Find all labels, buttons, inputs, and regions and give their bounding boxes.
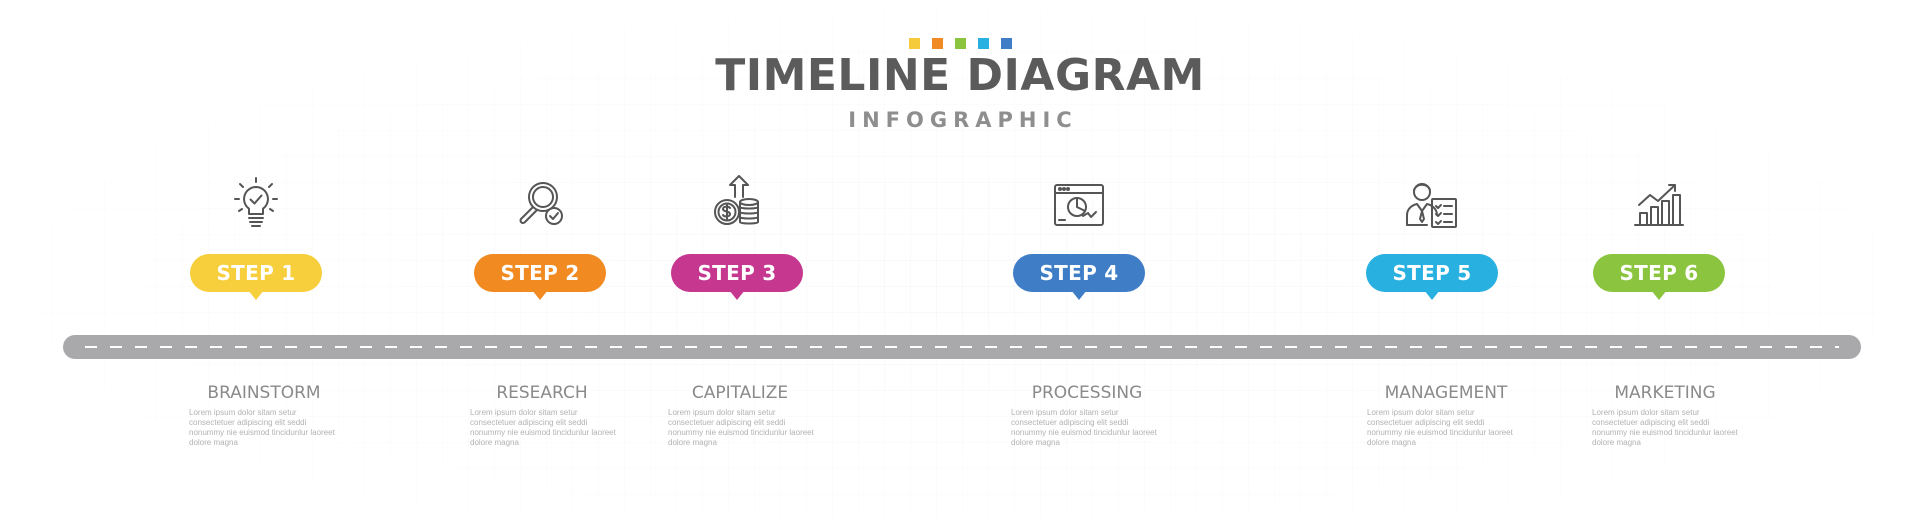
- step-5-description: Lorem ipsum dolor sitam setur consectetu…: [1367, 408, 1513, 447]
- step-badge: STEP 6: [1593, 254, 1725, 300]
- step-4-label: STEP 4: [1013, 254, 1145, 292]
- step-4-description: Lorem ipsum dolor sitam setur consectetu…: [1011, 408, 1157, 447]
- step-3-description: Lorem ipsum dolor sitam setur consectetu…: [668, 408, 814, 447]
- step-3-label: STEP 3: [671, 254, 803, 292]
- step-1-label: STEP 1: [190, 254, 322, 292]
- road-center-dashes: [85, 346, 1839, 348]
- step-5-title: MANAGEMENT: [1384, 383, 1508, 403]
- browser-chart-icon: [1054, 184, 1104, 226]
- growth-chart-icon: [1634, 184, 1684, 226]
- step-1-marker: STEP 1: [156, 175, 356, 300]
- lightbulb-icon: [234, 177, 278, 227]
- step-2-description: Lorem ipsum dolor sitam setur consectetu…: [470, 408, 616, 447]
- color-dot: [955, 38, 966, 49]
- diagram-subtitle: INFOGRAPHIC: [848, 108, 1078, 132]
- badge-pointer: [1071, 290, 1087, 300]
- step-5-marker: STEP 5: [1332, 175, 1532, 300]
- color-dot: [932, 38, 943, 49]
- step-badge: STEP 4: [1013, 254, 1145, 300]
- magnifier-check-icon: [519, 182, 563, 225]
- timeline-road: [63, 335, 1861, 359]
- step-4-title: PROCESSING: [1031, 383, 1143, 403]
- step-5-label: STEP 5: [1366, 254, 1498, 292]
- badge-pointer: [248, 290, 264, 300]
- step-4-marker: STEP 4: [979, 175, 1179, 300]
- step-6-label: STEP 6: [1593, 254, 1725, 292]
- badge-pointer: [729, 290, 745, 300]
- badge-pointer: [532, 290, 548, 300]
- step-badge: STEP 5: [1366, 254, 1498, 300]
- color-dots: [909, 38, 1012, 49]
- step-badge: STEP 3: [671, 254, 803, 300]
- badge-pointer: [1424, 290, 1440, 300]
- color-dot: [909, 38, 920, 49]
- color-dot: [978, 38, 989, 49]
- color-dot: [1001, 38, 1012, 49]
- step-badge: STEP 1: [190, 254, 322, 300]
- step-3-title: CAPITALIZE: [691, 383, 789, 403]
- step-6-description: Lorem ipsum dolor sitam setur consectetu…: [1592, 408, 1738, 447]
- step-3-marker: STEP 3: [637, 175, 837, 300]
- diagram-title: TIMELINE DIAGRAM: [715, 50, 1205, 101]
- manager-checklist-icon: [1406, 183, 1457, 228]
- badge-pointer: [1651, 290, 1667, 300]
- step-badge: STEP 2: [474, 254, 606, 300]
- coins-growth-icon: [714, 175, 759, 225]
- step-2-title: RESEARCH: [496, 383, 588, 403]
- step-1-title: BRAINSTORM: [207, 383, 321, 403]
- step-6-title: MARKETING: [1614, 383, 1716, 403]
- step-1-description: Lorem ipsum dolor sitam setur consectetu…: [189, 408, 335, 447]
- step-2-marker: STEP 2: [440, 175, 640, 300]
- step-2-label: STEP 2: [474, 254, 606, 292]
- step-6-marker: STEP 6: [1559, 175, 1759, 300]
